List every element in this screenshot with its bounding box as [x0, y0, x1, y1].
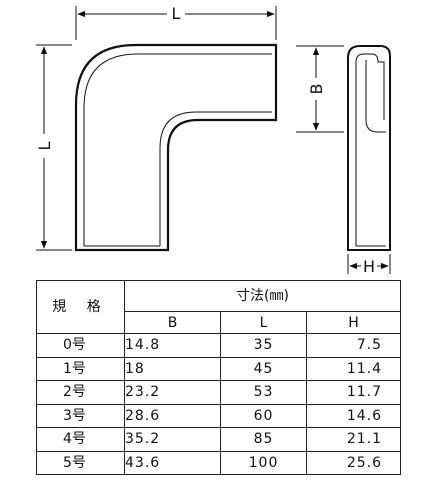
elbow-drawing: L L B H: [34, 3, 391, 276]
row-name: 0号: [36, 333, 125, 358]
dims-header: 寸法(㎜): [123, 280, 402, 312]
dim-label-L-side: L: [35, 141, 54, 150]
row-name: 3号: [36, 403, 125, 428]
cell-H: 7.5: [305, 333, 402, 358]
cell-B: 35.2: [124, 427, 221, 452]
table-header-row: 規 格 寸法(㎜): [36, 280, 402, 334]
row-name: 4号: [36, 427, 125, 452]
row-name: 1号: [36, 356, 125, 381]
cell-L: 85: [220, 427, 307, 452]
cell-B: 43.6: [124, 450, 221, 475]
cell-L: 35: [220, 333, 307, 358]
row-name: 2号: [36, 380, 125, 405]
table-row: 2号 23.2 53 11.7: [36, 380, 402, 405]
cell-B: 23.2: [124, 380, 221, 405]
spec-table: 規 格 寸法(㎜) B L H 0号 14.8 35 7.5 1号 18 45 …: [36, 280, 402, 475]
table-row: 3号 28.6 60 14.6: [36, 403, 402, 428]
cell-H: 11.7: [305, 380, 402, 405]
col-header-L: L: [220, 311, 307, 334]
technical-drawing: L L B H: [34, 3, 391, 276]
elbow-side-view: [347, 45, 391, 251]
cell-L: 100: [220, 450, 307, 475]
cell-L: 53: [220, 380, 307, 405]
table-row: 5号 43.6 100 25.6: [36, 450, 402, 475]
dim-label-L-top: L: [172, 4, 181, 23]
table-row: 0号 14.8 35 7.5: [36, 333, 402, 358]
cell-H: 25.6: [305, 450, 402, 475]
cell-H: 14.6: [305, 403, 402, 428]
row-name: 5号: [36, 450, 125, 475]
cell-L: 45: [220, 356, 307, 381]
cell-B: 18: [124, 356, 221, 381]
col-header-H: H: [305, 311, 402, 334]
table-row: 1号 18 45 11.4: [36, 356, 402, 381]
cell-L: 60: [220, 403, 307, 428]
cell-H: 21.1: [305, 427, 402, 452]
cell-H: 11.4: [305, 356, 402, 381]
col-header-B: B: [124, 311, 221, 334]
cell-B: 14.8: [124, 333, 221, 358]
table-row: 4号 35.2 85 21.1: [36, 427, 402, 452]
elbow-front-view: [74, 43, 278, 252]
cell-B: 28.6: [124, 403, 221, 428]
dim-label-B: B: [307, 84, 326, 95]
dim-label-H: H: [363, 257, 375, 276]
table-subheader-row: B L H: [37, 311, 402, 334]
spec-header: 規 格: [36, 280, 125, 334]
